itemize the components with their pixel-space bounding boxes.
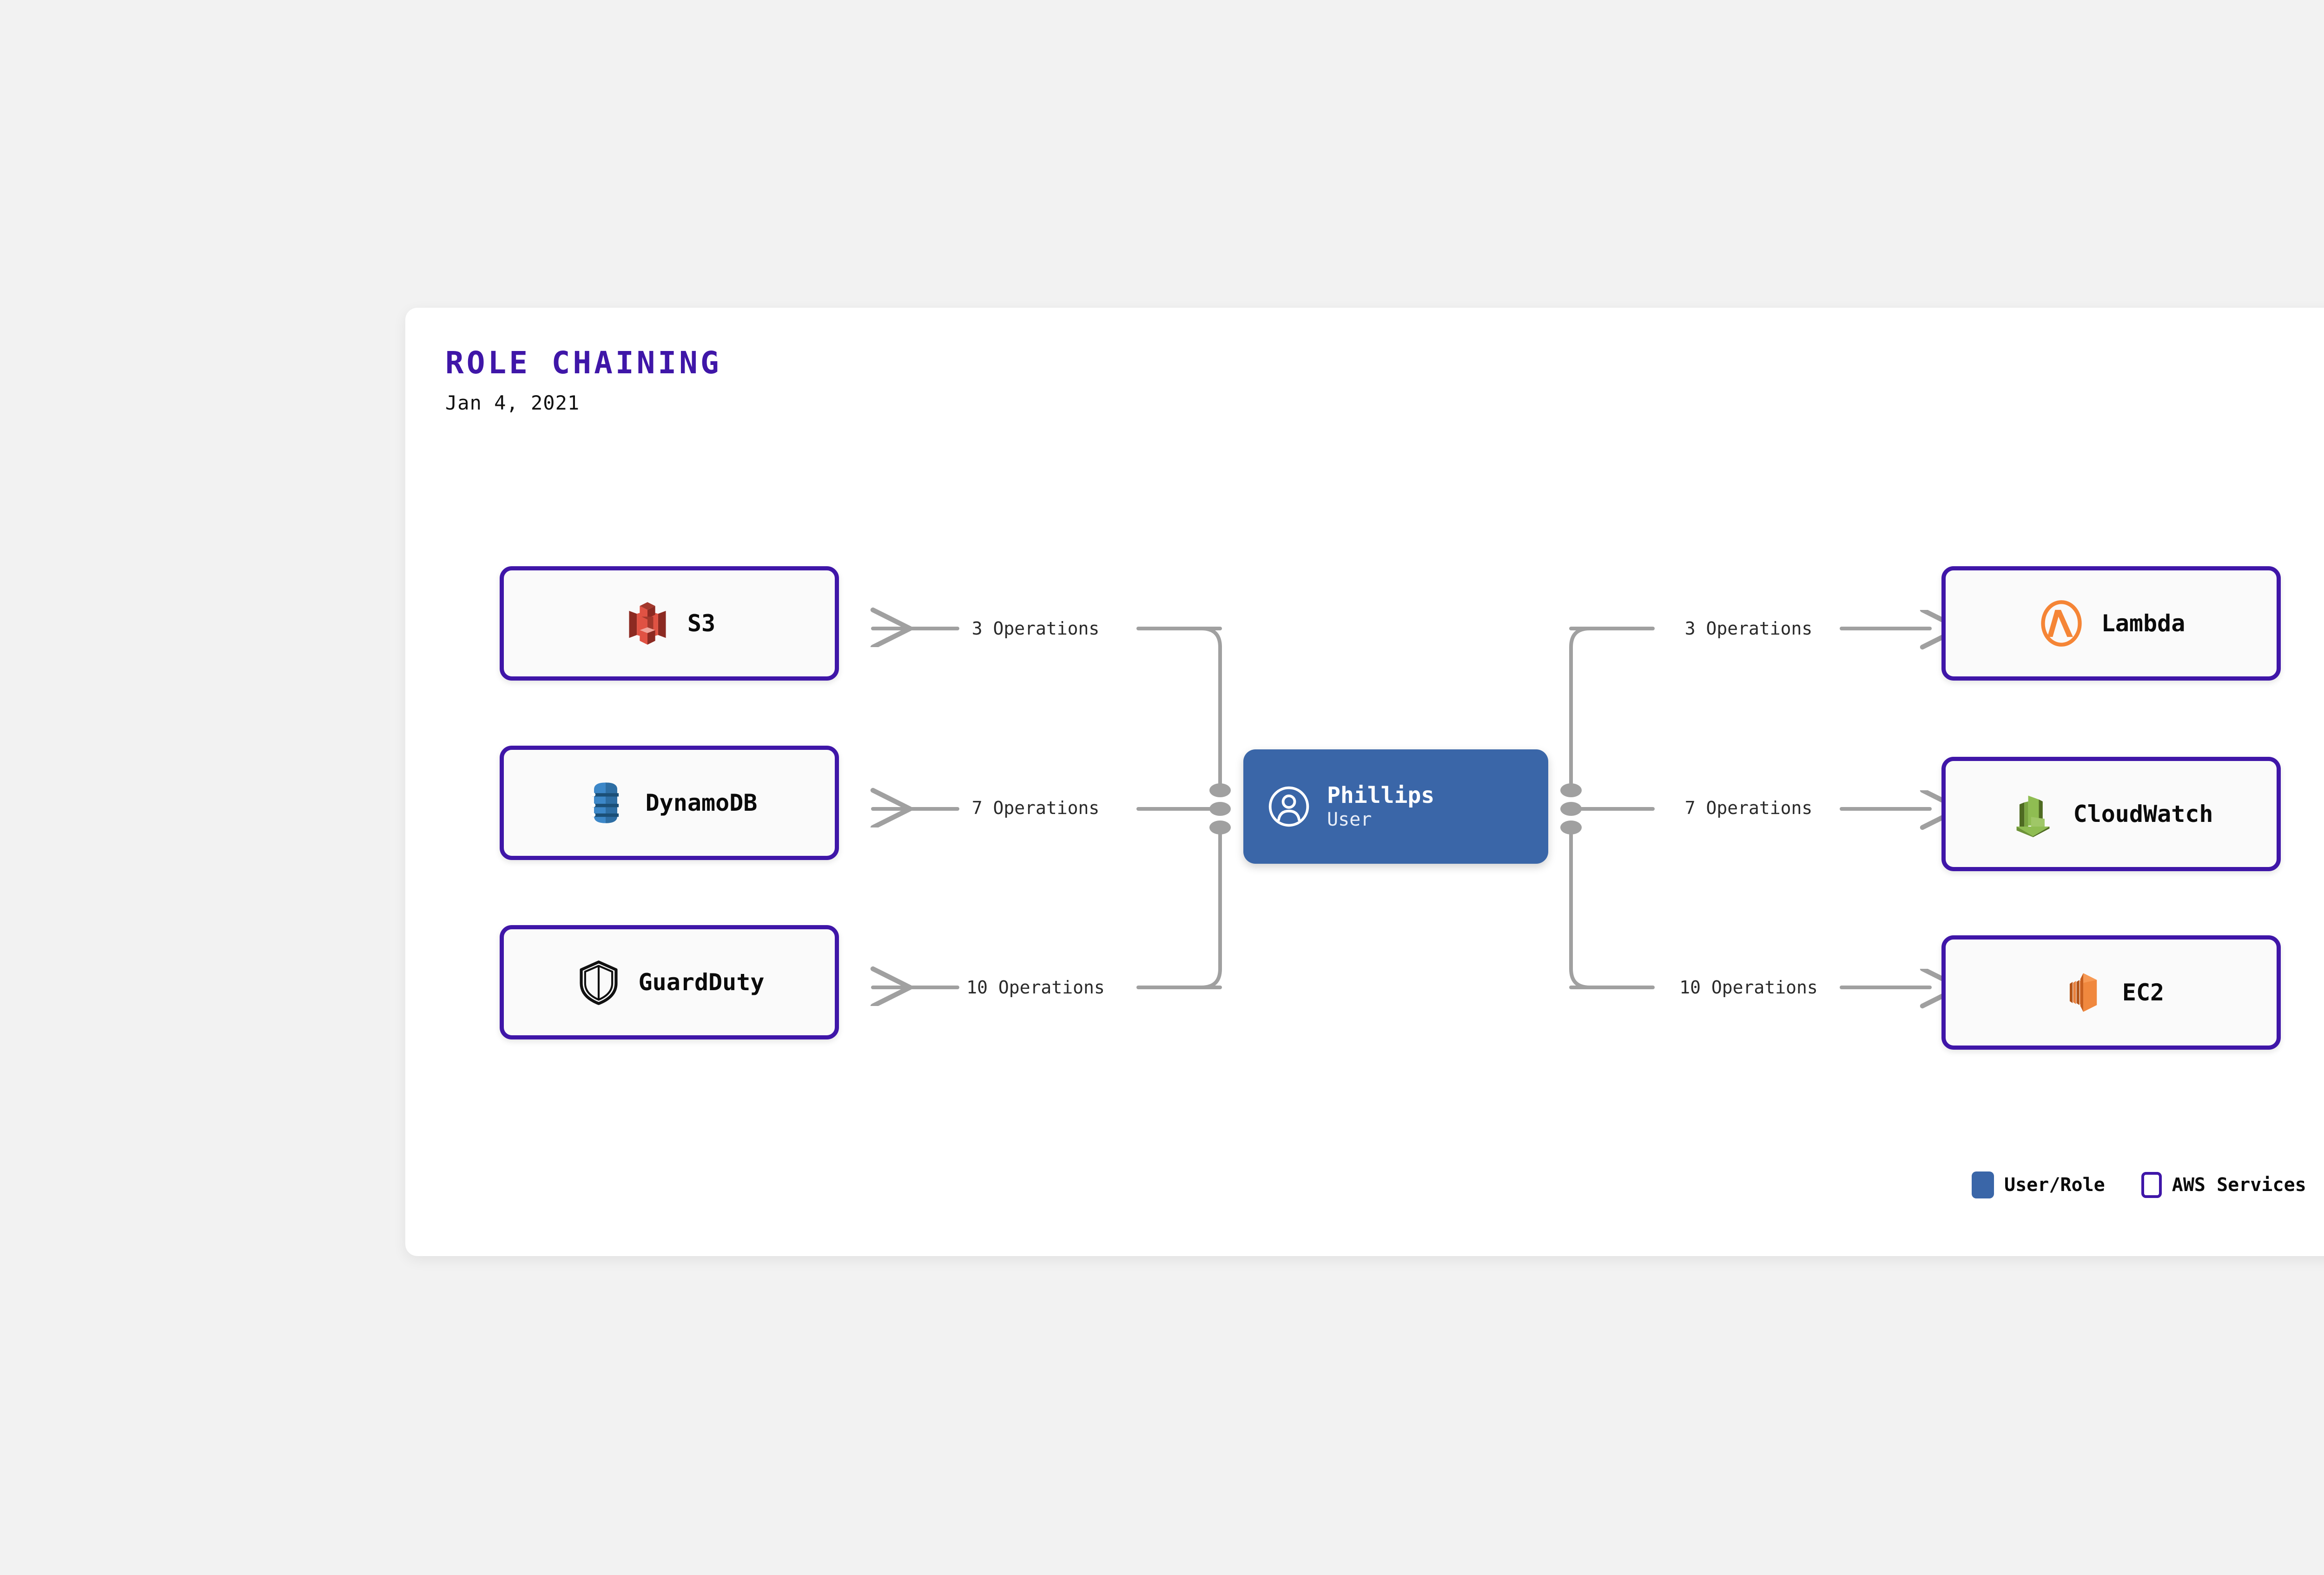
service-label: CloudWatch: [2073, 801, 2213, 827]
page-title: ROLE CHAINING: [445, 345, 722, 381]
user-circle-icon: [1268, 786, 1309, 827]
edge-label-ec2: 10 Operations: [1679, 977, 1818, 998]
center-node-role: User: [1327, 809, 1372, 830]
aws-guardduty-shield-icon: [579, 960, 618, 1005]
service-label: GuardDuty: [638, 969, 765, 996]
service-label: EC2: [2122, 979, 2165, 1006]
service-node-cloudwatch[interactable]: CloudWatch: [1941, 757, 2281, 871]
service-node-dynamodb[interactable]: DynamoDB: [500, 746, 839, 860]
edge-label-s3: 3 Operations: [971, 618, 1100, 639]
service-label: DynamoDB: [645, 789, 758, 816]
legend-swatch-aws-services: [2141, 1172, 2162, 1198]
legend-label-user-role: User/Role: [2004, 1174, 2105, 1196]
edge-label-lambda: 3 Operations: [1684, 618, 1813, 639]
aws-dynamodb-icon: [591, 782, 619, 823]
center-node-user[interactable]: Phillips User: [1243, 749, 1548, 864]
service-label: Lambda: [2101, 610, 2185, 637]
edge-label-dynamodb: 7 Operations: [971, 798, 1100, 818]
edge-label-cloudwatch: 7 Operations: [1684, 798, 1813, 818]
service-node-s3[interactable]: S3: [500, 566, 839, 681]
aws-cloudwatch-icon: [2017, 795, 2050, 837]
service-label: S3: [687, 610, 716, 637]
legend-label-aws-services: AWS Services: [2172, 1174, 2306, 1196]
center-node-name: Phillips: [1327, 782, 1435, 808]
service-node-lambda[interactable]: Lambda: [1941, 566, 2281, 681]
aws-ec2-icon: [2069, 973, 2097, 1012]
service-node-guardduty[interactable]: GuardDuty: [500, 925, 839, 1039]
page-date: Jan 4, 2021: [445, 391, 580, 414]
legend: User/Role AWS Services: [1972, 1171, 2306, 1198]
service-node-ec2[interactable]: EC2: [1941, 935, 2281, 1050]
aws-lambda-icon: [2041, 600, 2082, 647]
aws-s3-icon: [629, 602, 666, 645]
edge-label-guardduty: 10 Operations: [966, 977, 1105, 998]
center-node-text: Phillips User: [1327, 784, 1434, 829]
legend-swatch-user-role: [1972, 1171, 1994, 1198]
